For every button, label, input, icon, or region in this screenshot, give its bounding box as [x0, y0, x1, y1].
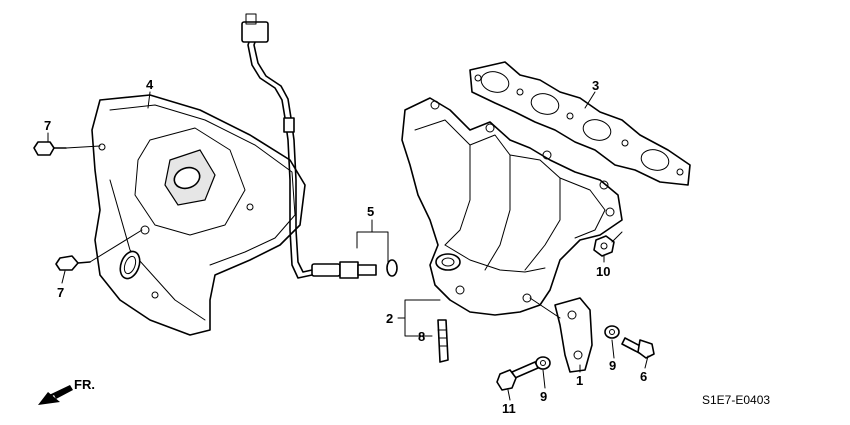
callout-3: 3 — [592, 78, 599, 93]
callout-8: 8 — [418, 329, 425, 344]
bolt-6 — [621, 337, 655, 359]
nut-10 — [593, 235, 615, 257]
callout-7-upper: 7 — [44, 118, 51, 133]
bolt-7-lower — [55, 255, 91, 271]
washer-9-right — [604, 325, 620, 339]
manifold-bracket — [554, 297, 593, 373]
callout-7-lower: 7 — [57, 285, 64, 300]
callout-9-left: 9 — [540, 389, 547, 404]
heat-shield — [91, 94, 306, 336]
callout-9-right: 9 — [609, 358, 616, 373]
callout-5: 5 — [367, 204, 374, 219]
callout-4: 4 — [146, 77, 154, 92]
callout-10: 10 — [596, 264, 610, 279]
callout-6: 6 — [640, 369, 647, 384]
diagram-code: S1E7-E0403 — [702, 393, 770, 407]
callout-2: 2 — [386, 311, 393, 326]
bolt-7-upper — [33, 141, 67, 156]
exhaust-manifold — [401, 97, 623, 316]
stud-bolt-8 — [437, 319, 449, 363]
bolt-11 — [496, 361, 539, 391]
manifold-gasket — [469, 61, 691, 186]
callout-11: 11 — [502, 401, 516, 416]
callout-1: 1 — [576, 373, 583, 388]
leader-lines — [47, 91, 649, 401]
oxygen-sensor — [241, 13, 398, 279]
front-direction-label: FR. — [74, 377, 95, 392]
front-direction-arrow: FR. — [38, 377, 95, 405]
